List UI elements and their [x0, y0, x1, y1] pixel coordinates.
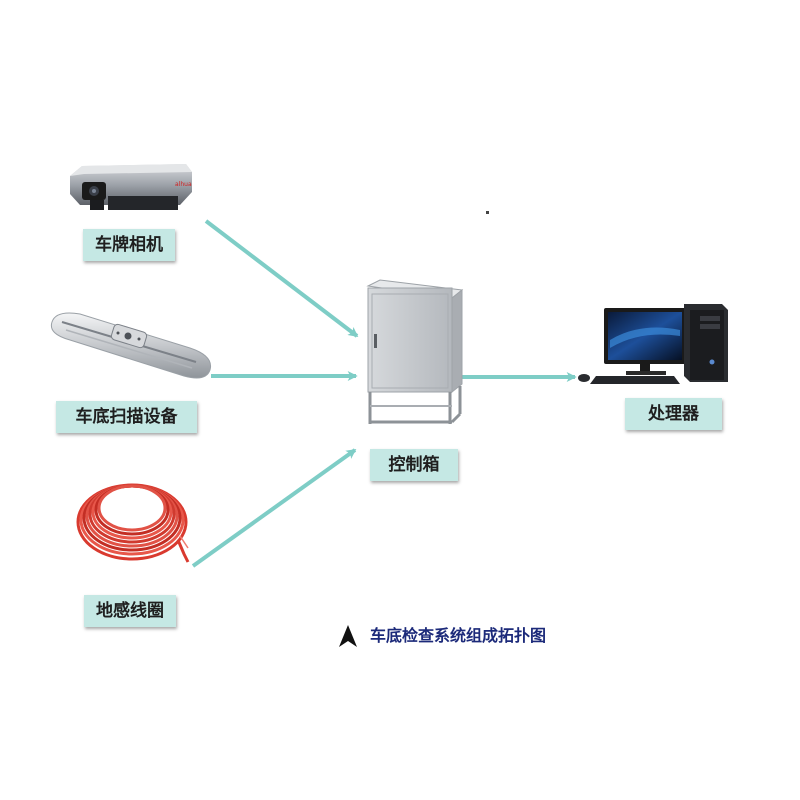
coil-label: 地感线圈 [84, 595, 176, 627]
caption-arrow-icon [339, 625, 357, 647]
camera-icon: alhua [70, 164, 192, 210]
coil-icon [76, 483, 190, 563]
camera-label: 车牌相机 [83, 229, 175, 261]
cabinet-label: 控制箱 [370, 449, 458, 481]
scanner-icon [50, 312, 212, 379]
arrow-coil-to-cabinet [191, 448, 357, 568]
caption-text: 车底检查系统组成拓扑图 [370, 626, 547, 645]
control-cabinet-icon [366, 279, 464, 424]
connection-arrows [191, 219, 577, 568]
decorative-dot [486, 211, 489, 214]
computer-icon [578, 304, 728, 384]
svg-text:alhua: alhua [175, 181, 192, 188]
scanner-label: 车底扫描设备 [56, 401, 197, 433]
processor-label: 处理器 [625, 398, 722, 430]
arrow-camera-to-cabinet [204, 219, 359, 338]
diagram-caption: 车底检查系统组成拓扑图 [338, 622, 546, 650]
